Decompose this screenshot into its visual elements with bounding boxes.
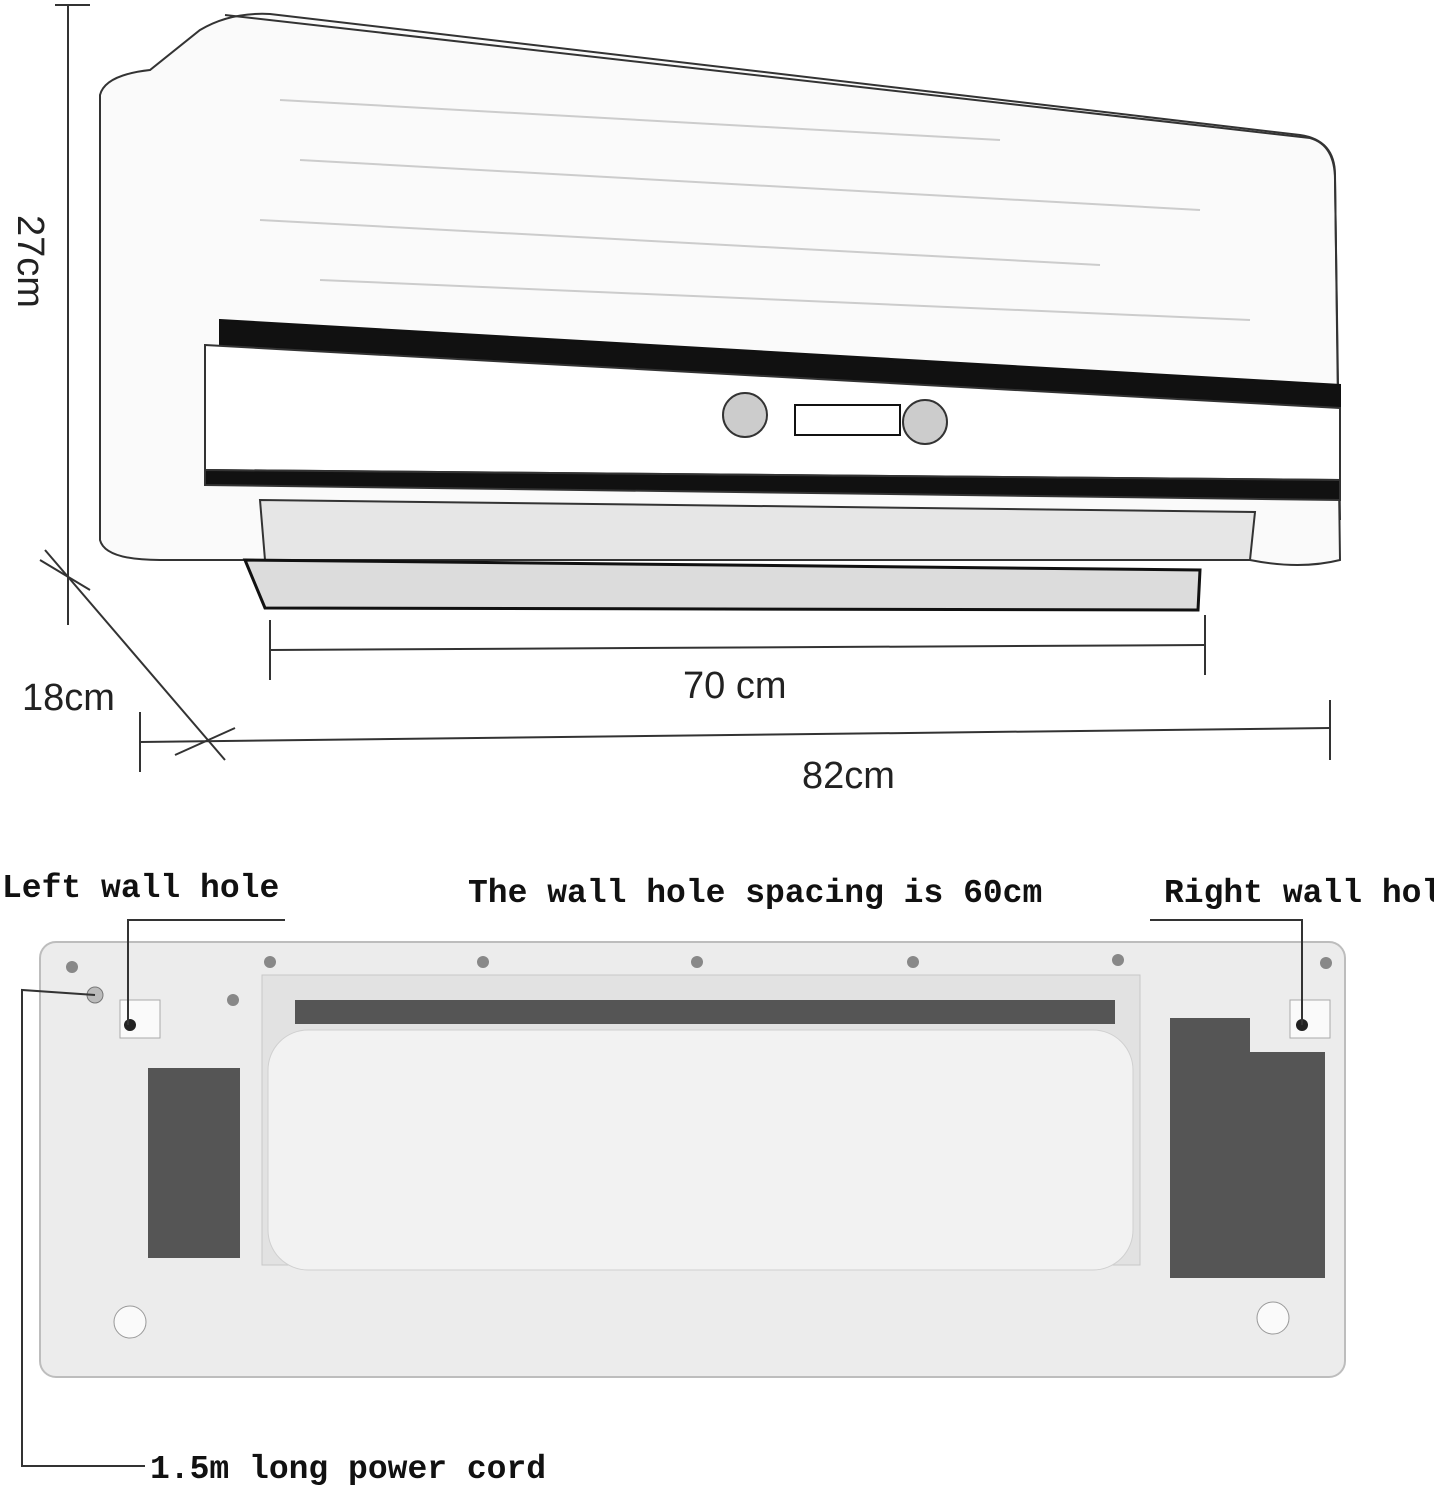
height-dimension: 27cm (9, 215, 51, 308)
power-cord-label: 1.5m long power cord (150, 1451, 546, 1486)
inner-width-dimension: 70 cm (683, 665, 786, 707)
total-width-dimension: 82cm (802, 755, 895, 797)
dimension-lines (39, 4, 1331, 772)
ac-unit-front (99, 12, 1342, 612)
callout-lines (21, 919, 1303, 1467)
hole-spacing-label: The wall hole spacing is 60cm (468, 875, 1042, 912)
left-wall-hole-label: Left wall hole (2, 870, 279, 907)
right-wall-hole-label: Right wall hole (1164, 875, 1434, 912)
depth-dimension: 18cm (22, 677, 115, 719)
ac-unit-back (39, 941, 1346, 1378)
